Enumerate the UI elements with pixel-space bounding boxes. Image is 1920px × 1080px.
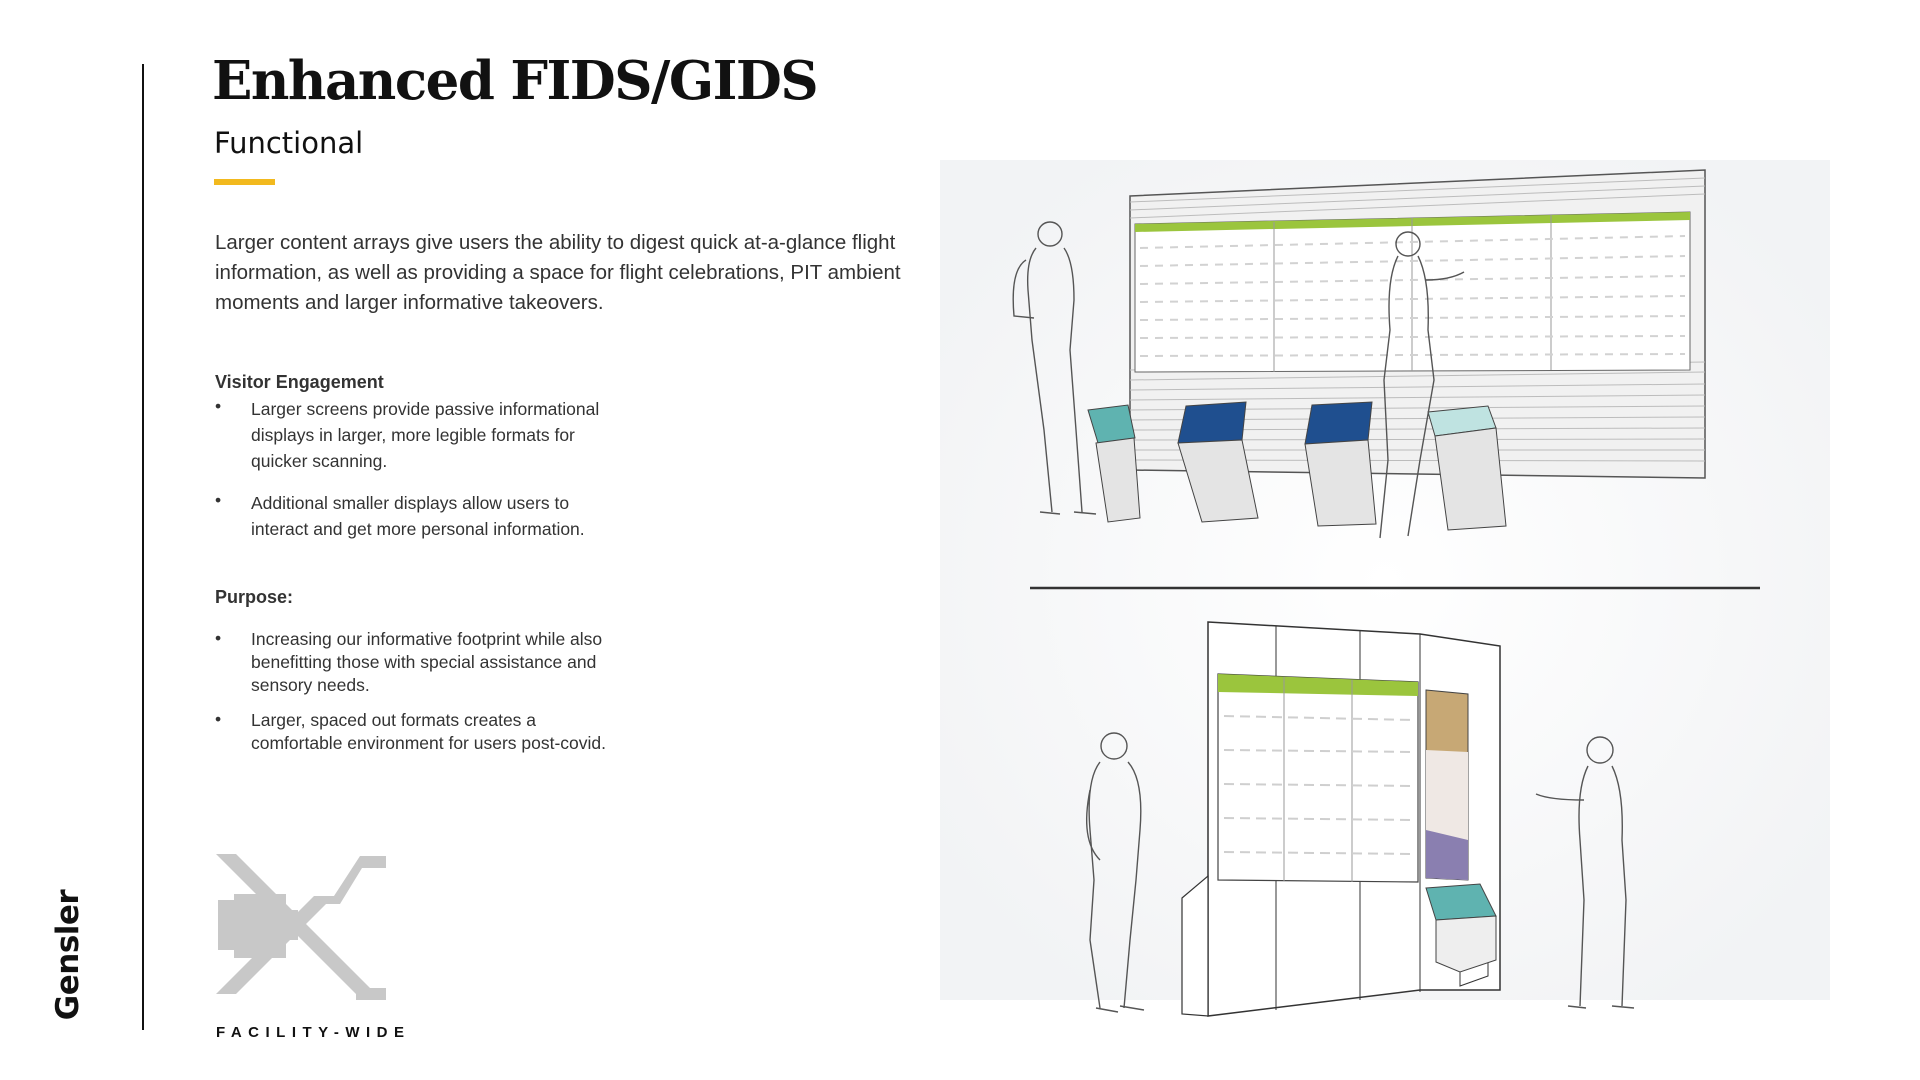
- gensler-logo: Gensler: [48, 890, 88, 1020]
- kiosk-2: [1177, 401, 1259, 523]
- bullet-dot: •: [215, 490, 222, 510]
- bullet-dot: •: [215, 628, 222, 648]
- bullet-text: Larger, spaced out formats creates a com…: [251, 710, 607, 753]
- visitor-engagement-heading: Visitor Engagement: [215, 372, 384, 392]
- bullet-dot: •: [215, 709, 222, 729]
- accent-rule: [214, 179, 275, 185]
- intro-paragraph: Larger content arrays give users the abi…: [215, 231, 901, 314]
- brand-wordmark: Gensler: [50, 889, 86, 1021]
- woman-at-kiosk: [1535, 736, 1635, 1009]
- kiosk-3: [1304, 401, 1377, 527]
- bullet-text: Larger screens provide passive informati…: [251, 399, 600, 471]
- traveler-with-backpack: [1012, 221, 1097, 515]
- fids-gids-illustration: [940, 160, 1830, 1017]
- page-subtitle: Functional: [214, 126, 364, 160]
- facility-wide-icon: [216, 854, 386, 1000]
- wall-display-array: [1129, 169, 1706, 479]
- man-viewing-display: [1085, 732, 1145, 1013]
- vertical-divider: [142, 64, 144, 1030]
- bullet-dot: •: [215, 396, 222, 416]
- page-title: Enhanced FIDS/GIDS: [212, 50, 819, 112]
- bullet-text: Increasing our informative footprint whi…: [251, 629, 603, 695]
- kiosk-1: [1087, 404, 1141, 523]
- traveler-at-kiosk: [1379, 231, 1465, 539]
- purpose-heading: Purpose:: [215, 587, 294, 607]
- facility-wide-label: FACILITY-WIDE: [216, 1024, 411, 1041]
- bullet-text: Additional smaller displays allow users …: [251, 493, 585, 539]
- freestanding-display-wall: [1181, 621, 1501, 1017]
- kiosk-4: [1427, 405, 1507, 531]
